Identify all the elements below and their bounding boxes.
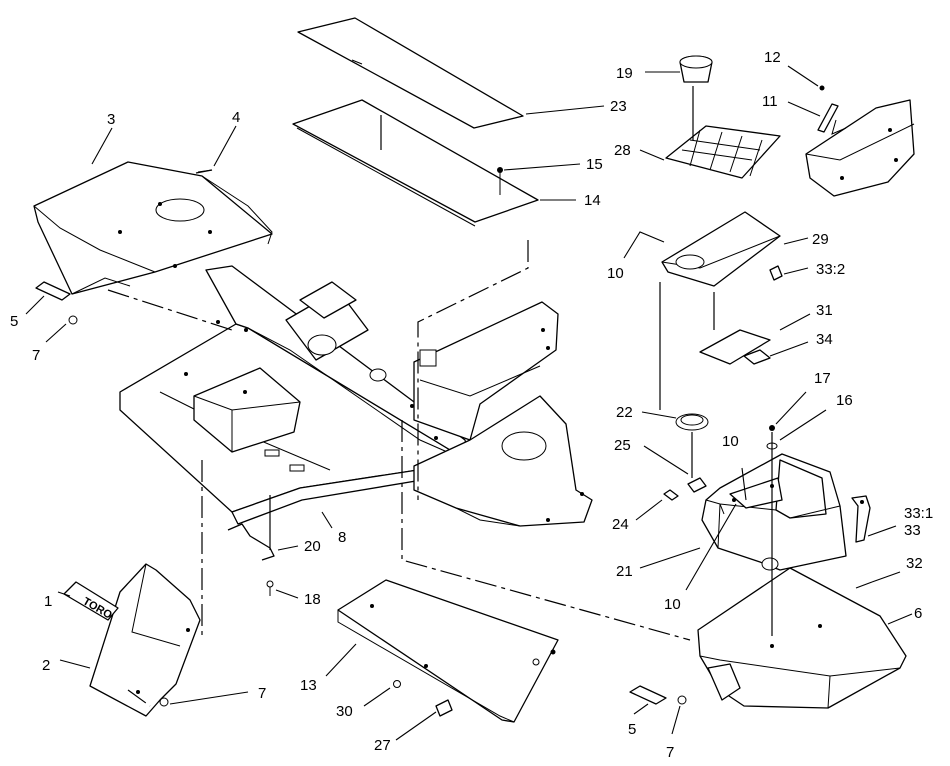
part-33-knob [769,265,783,281]
callout-27: 27 [374,737,391,754]
callout-33-2: 33:2 [816,261,845,278]
callout-10-middle: 10 [722,433,739,450]
callout-17: 17 [814,370,831,387]
part-7-nut-left [68,315,78,325]
callout-29: 29 [812,231,829,248]
callout-34: 34 [816,331,833,348]
callout-labels: 1 2 3 4 5 5 6 7 7 7 8 10 10 10 11 12 13 … [10,49,933,761]
callout-7-left: 7 [32,347,40,364]
callout-5-right: 5 [628,721,636,738]
callout-28: 28 [614,142,631,159]
callout-7-bottom: 7 [258,685,266,702]
callout-20: 20 [304,538,321,555]
callout-1: 1 [44,593,52,610]
callout-2: 2 [42,657,50,674]
part-14-top-plate [292,99,539,227]
part-1-toro-logo: TORO [63,581,119,622]
callout-31: 30 [336,703,353,720]
part-33-lever [851,495,871,543]
part-24-insert [663,489,679,501]
part-25-insert [687,477,707,493]
part-15-screw [497,167,503,195]
callout-32: 32 [906,555,923,572]
callout-19: 19 [616,65,633,82]
part-7-nut-right [677,695,687,705]
part-19-cup [679,55,713,83]
part-28-decal [665,125,781,179]
callout-10-upper: 10 [607,265,624,282]
part-11-bracket [817,103,839,133]
part-21-console-base [701,453,847,571]
callout-3: 3 [107,111,115,128]
part-11-rear-panel [805,99,915,197]
part-5-strip-right [629,685,667,705]
part-5-strip-left [35,281,71,301]
part-23-top-cover [297,17,524,129]
part-7-nut-bottom [159,697,169,707]
part-6-right-cover [697,567,907,709]
part-27-clip [435,699,453,717]
callout-10-lower: 10 [664,596,681,613]
callout-18: 18 [304,591,321,608]
part-8-main-frame [119,265,471,525]
callout-14: 14 [584,192,601,209]
callout-5-left: 5 [10,313,18,330]
part-31-nut [393,680,401,688]
part-3-left-cover [33,161,273,295]
callout-13: 13 [300,677,317,694]
callout-21: 21 [616,563,633,580]
part-right-frame [413,301,593,527]
callout-24: 24 [612,516,629,533]
callout-33: 33 [904,522,921,539]
part-2-side-panel [89,563,201,717]
part-29-console-top [661,211,781,287]
part-4-pin [195,169,213,174]
callout-15: 15 [586,156,603,173]
part-34-label [743,349,771,365]
callout-30: 31 [816,302,833,319]
part-13-fasteners [532,649,556,666]
callout-6: 6 [914,605,922,622]
leader-lines [25,65,913,741]
callout-11: 11 [762,93,778,110]
part-30-plate [699,329,771,365]
callout-4: 4 [232,109,240,126]
callout-16: 16 [836,392,853,409]
part-12-screw [819,85,825,91]
part-20-bracket [227,523,275,561]
part-17-screw [769,425,775,431]
part-22-ring [675,413,709,431]
part-13-lower-panel [337,579,559,723]
callout-25: 25 [614,437,631,454]
callout-22: 22 [616,404,633,421]
callout-33-1: 33:1 [904,505,933,522]
callout-23: 23 [610,98,627,115]
assembly-lines [107,86,773,707]
callout-7-right: 7 [666,744,674,761]
part-18-screw [266,580,274,596]
callout-8: 8 [338,529,346,546]
callout-12: 12 [764,49,781,66]
part-32-pin [855,581,873,589]
